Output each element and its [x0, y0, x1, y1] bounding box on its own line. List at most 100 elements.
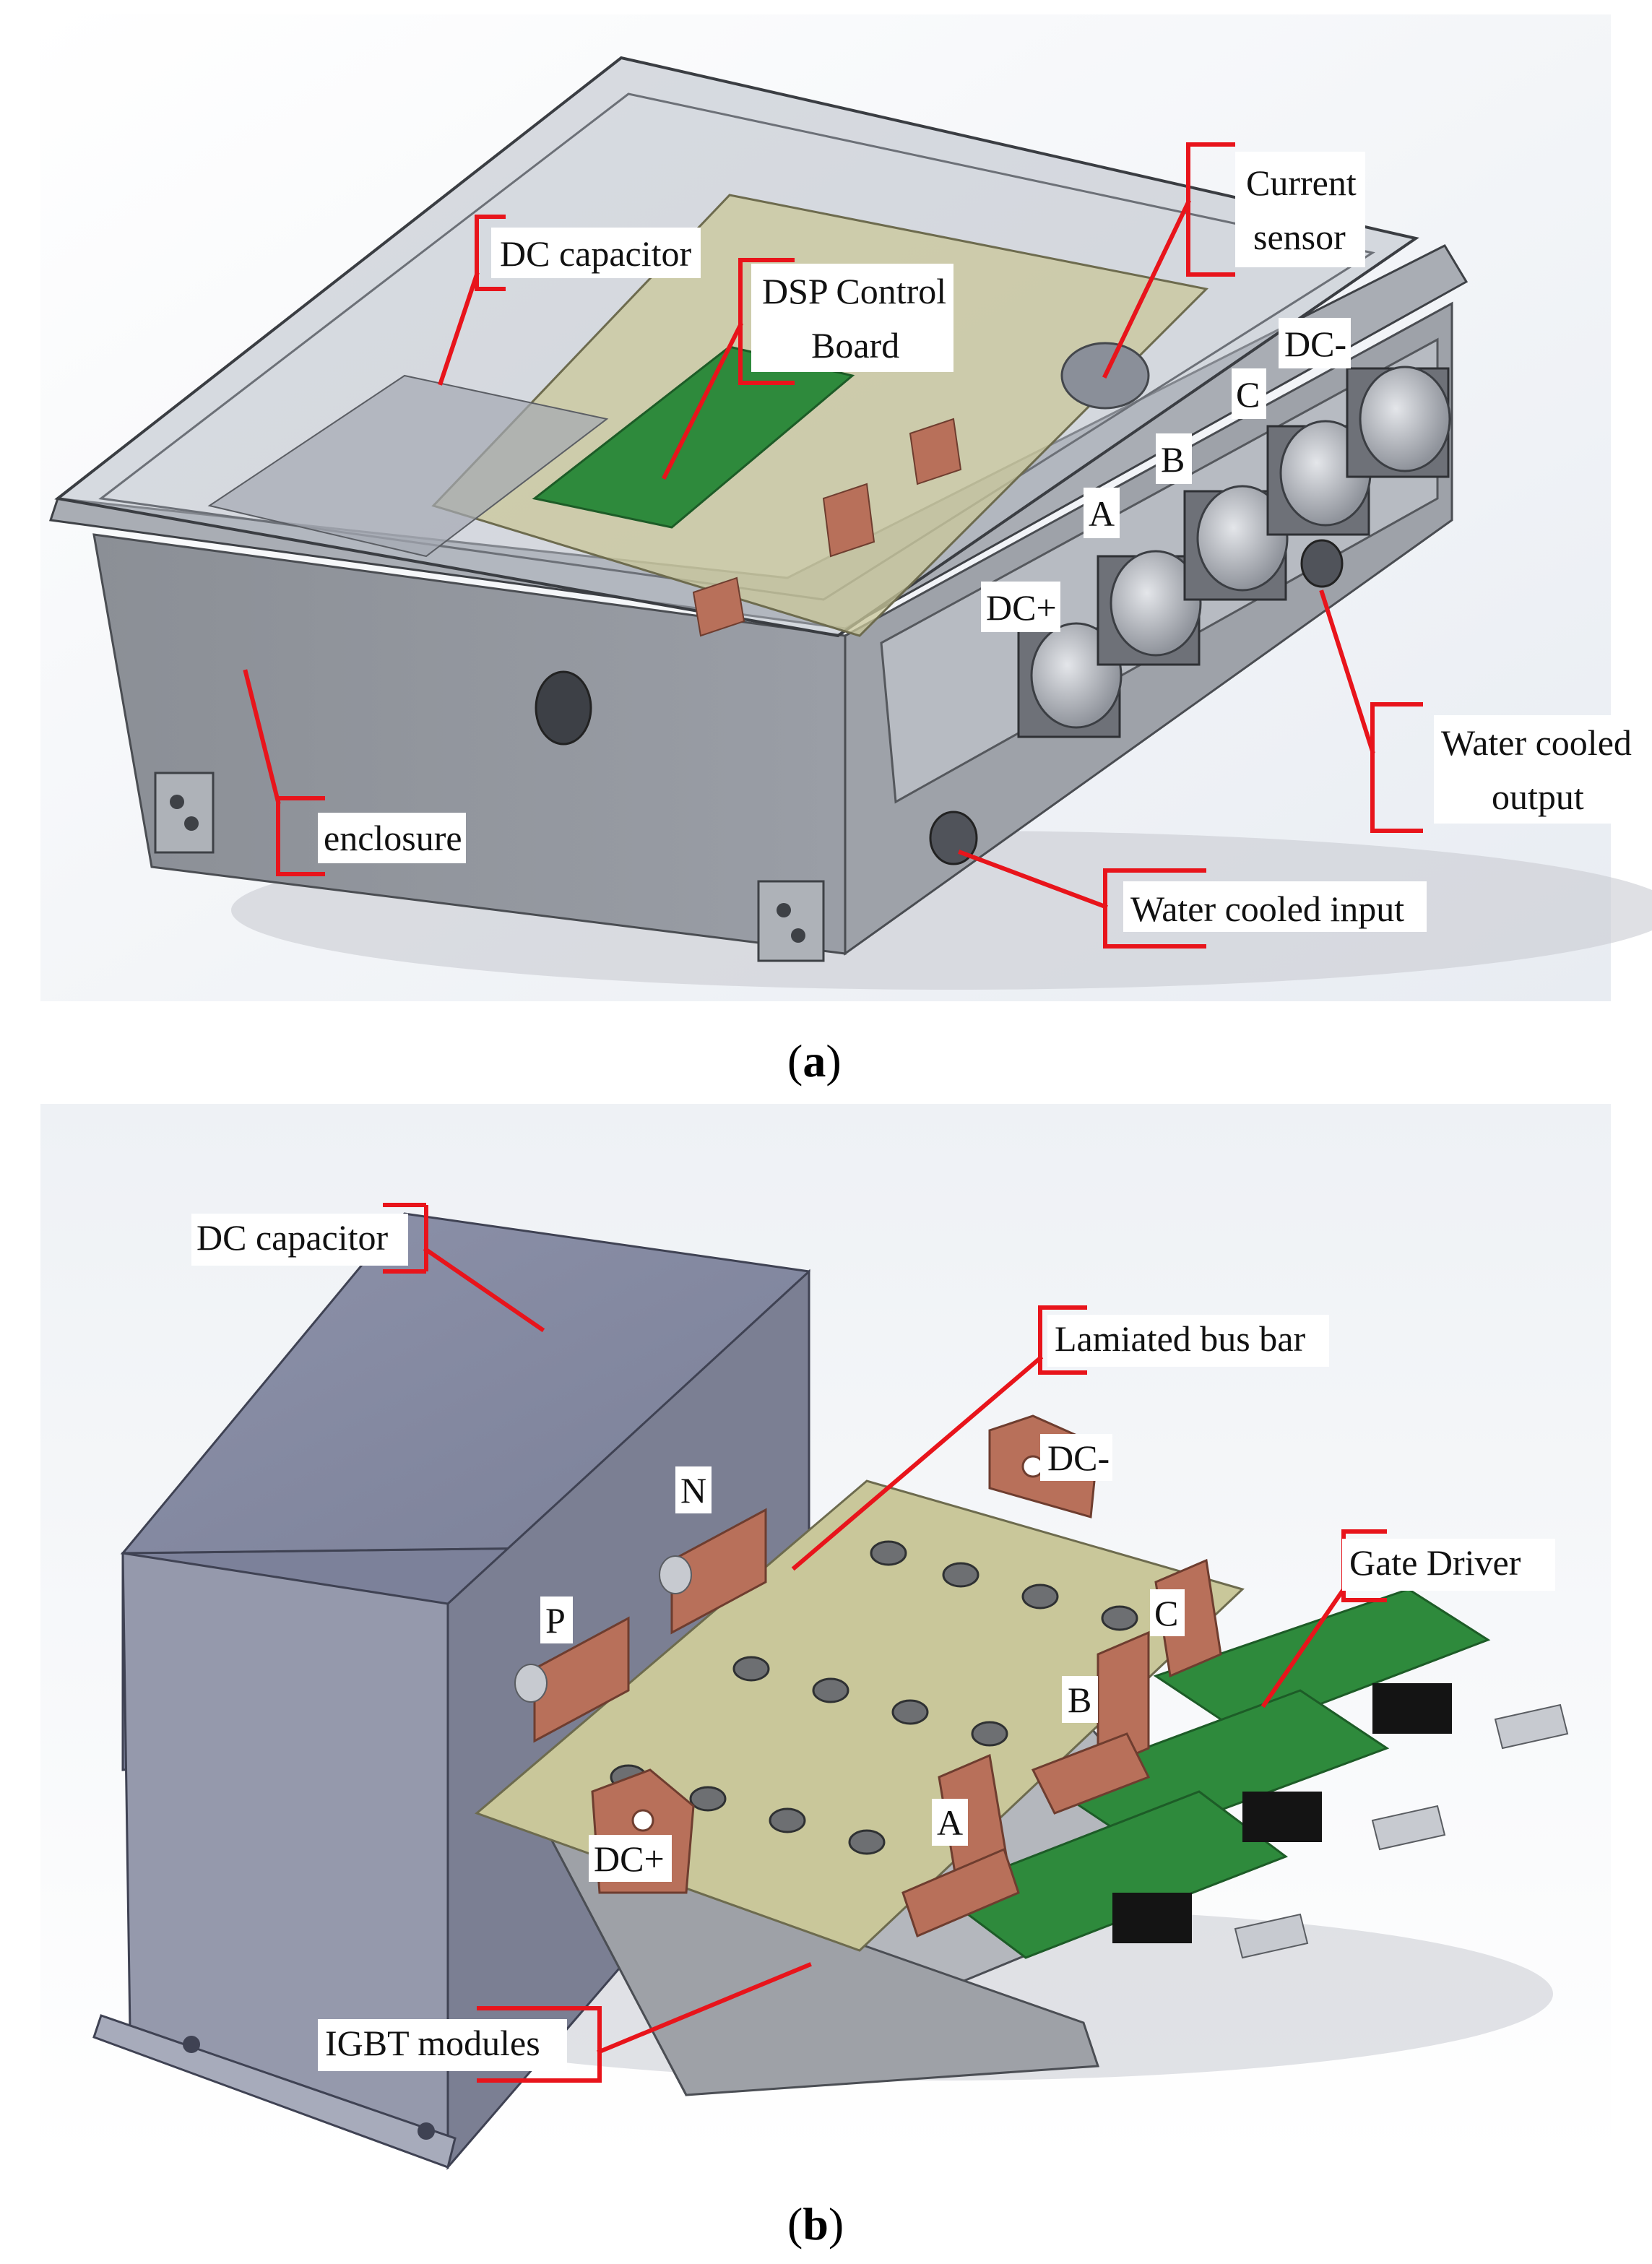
label-phase-c-a: C: [1232, 368, 1266, 419]
bracket-dc-capacitor-a: [475, 215, 506, 291]
panel-b: DC capacitor Lamiated bus bar DC- N P Ga…: [40, 1104, 1611, 2171]
label-gate-driver: Gate Driver: [1342, 1539, 1555, 1591]
label-dc-plus-b: DC+: [589, 1835, 672, 1882]
gate-driver-connector-3: [1112, 1893, 1192, 1943]
svg-text:DC+: DC+: [986, 587, 1057, 628]
svg-text:output: output: [1492, 777, 1584, 817]
label-phase-b-b: B: [1062, 1676, 1098, 1723]
bracket-water-out: [1370, 702, 1423, 833]
label-phase-a-a: A: [1084, 488, 1120, 538]
label-dc-capacitor-a: DC capacitor: [491, 228, 701, 278]
svg-text:Water cooled: Water cooled: [1441, 722, 1632, 763]
leader-igbt: [597, 1962, 812, 2055]
dc-capacitor-block: [207, 374, 609, 558]
leader-current: [1102, 199, 1192, 379]
leader-water-in: [958, 850, 1108, 910]
dc-capacitor-box: [92, 1212, 810, 2171]
svg-text:A: A: [1089, 493, 1115, 534]
label-phase-c-b: C: [1150, 1589, 1185, 1636]
bracket-dc-capacitor-b: [383, 1203, 428, 1274]
svg-text:Current: Current: [1246, 163, 1357, 203]
svg-text:A: A: [937, 1802, 963, 1843]
terminal-p-stud: [514, 1664, 548, 1703]
caption-a: (a): [787, 1035, 842, 1086]
copper-terminal-3: [692, 576, 745, 637]
svg-text:sensor: sensor: [1253, 217, 1346, 257]
gate-driver-clip-1: [1494, 1703, 1569, 1750]
copper-terminal-1: [822, 483, 875, 558]
mounting-foot-right: [757, 880, 825, 962]
svg-text:P: P: [545, 1600, 566, 1641]
dsp-board-pcb: [532, 345, 855, 529]
copper-terminal-2: [909, 418, 962, 485]
label-dc-minus-b: DC-: [1040, 1434, 1112, 1481]
lid-inner-edge: [98, 92, 1375, 601]
terminal-a-base: [901, 1847, 1020, 1938]
bracket-bus-bar: [1038, 1305, 1087, 1375]
svg-text:N: N: [680, 1470, 706, 1511]
svg-text:B: B: [1068, 1680, 1091, 1720]
bus-bar-bolts: [610, 1540, 1138, 1855]
leader-enclosure: [243, 669, 281, 805]
terminal-b: [1097, 1630, 1150, 1772]
mounting-foot-left: [154, 772, 215, 854]
leader-water-out: [1319, 589, 1375, 754]
gate-driver-connector-1: [1372, 1683, 1452, 1734]
bracket-current: [1186, 142, 1235, 277]
leader-dc-capacitor-a: [438, 272, 480, 386]
label-water-cooled-output: Water cooled output: [1434, 715, 1651, 824]
gate-driver-pcb-2: [1045, 1689, 1390, 1844]
svg-text:Board: Board: [811, 325, 899, 366]
svg-text:IGBT modules: IGBT modules: [325, 2023, 540, 2063]
bracket-water-in: [1103, 868, 1206, 949]
svg-text:C: C: [1236, 374, 1260, 415]
label-enclosure: enclosure: [318, 813, 466, 863]
leader-bus-bar: [791, 1354, 1044, 1571]
svg-text:DC capacitor: DC capacitor: [196, 1217, 389, 1258]
terminal-p: [533, 1616, 630, 1743]
leader-gate-driver: [1260, 1586, 1347, 1708]
label-dc-capacitor-b: DC capacitor: [191, 1214, 408, 1266]
svg-text:Lamiated bus bar: Lamiated bus bar: [1055, 1318, 1305, 1359]
label-laminated-bus-bar: Lamiated bus bar: [1047, 1315, 1329, 1367]
svg-text:enclosure: enclosure: [324, 818, 462, 858]
label-phase-a-b: A: [932, 1799, 968, 1846]
label-dc-minus-a: DC-: [1279, 318, 1351, 368]
label-current-sensor: Current sensor: [1235, 152, 1365, 267]
gate-driver-pcb-3: [936, 1790, 1289, 1959]
gate-driver-clip-3: [1234, 1913, 1309, 1959]
water-output-port: [1300, 539, 1344, 588]
connector-phase-b: [1183, 485, 1289, 601]
svg-text:DC-: DC-: [1284, 324, 1346, 364]
bracket-igbt: [477, 2006, 602, 2083]
leader-dc-capacitor-b: [423, 1246, 545, 1333]
caption-b: (b): [787, 2198, 844, 2250]
leader-dsp: [661, 321, 744, 480]
label-n: N: [675, 1466, 712, 1513]
svg-text:Gate Driver: Gate Driver: [1349, 1542, 1521, 1583]
svg-text:DSP Control: DSP Control: [762, 271, 946, 311]
svg-text:C: C: [1154, 1593, 1178, 1633]
gate-driver-clip-2: [1371, 1805, 1446, 1851]
water-input-port: [929, 811, 978, 865]
terminal-b-base: [1031, 1732, 1151, 1815]
svg-text:B: B: [1161, 439, 1185, 480]
svg-text:Water cooled input: Water cooled input: [1130, 889, 1404, 929]
terminal-n-stud: [659, 1555, 692, 1594]
enclosure-window: [535, 670, 592, 746]
connector-phase-a: [1097, 550, 1202, 666]
panel-a: DC capacitor DSP Control Board Current s…: [40, 14, 1652, 1001]
svg-text:DC+: DC+: [594, 1839, 665, 1879]
label-p: P: [540, 1597, 573, 1643]
svg-text:DC-: DC-: [1047, 1438, 1110, 1478]
label-dsp-control-board: DSP Control Board: [751, 264, 953, 372]
gate-driver-connector-2: [1242, 1792, 1322, 1842]
bracket-enclosure: [276, 796, 325, 876]
label-phase-b-a: B: [1156, 433, 1192, 484]
label-igbt-modules: IGBT modules: [318, 2019, 567, 2071]
label-dc-plus-a: DC+: [981, 582, 1060, 632]
terminal-n: [670, 1508, 767, 1635]
bracket-dsp: [738, 258, 795, 385]
svg-text:DC capacitor: DC capacitor: [500, 233, 692, 274]
label-water-cooled-input: Water cooled input: [1123, 881, 1427, 932]
